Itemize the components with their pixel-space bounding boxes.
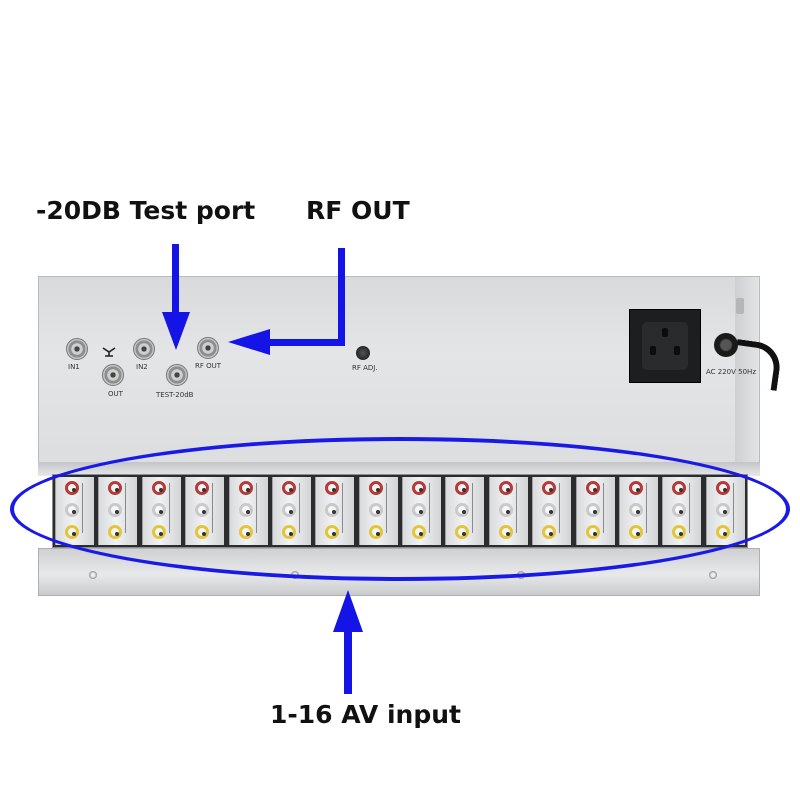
av-input-arrow-shaft: [344, 630, 352, 694]
test-port-arrow-shaft: [172, 244, 179, 314]
antenna-icon: [102, 344, 116, 357]
test-label: TEST-20dB: [156, 391, 194, 399]
screw: [89, 571, 97, 579]
in1-connector[interactable]: [66, 338, 88, 360]
av-input-callout: 1-16 AV input: [270, 700, 461, 729]
test-port-arrow-head: [162, 312, 190, 350]
rf-out-arrow-shaft-vertical: [338, 248, 345, 346]
rf-out-arrow-head: [228, 329, 270, 355]
ac-rating-label: AC 220V 50Hz: [706, 368, 756, 376]
rf-out-callout: RF OUT: [306, 196, 410, 225]
rf-out-arrow-shaft-horizontal: [268, 339, 345, 346]
power-outlet: [629, 309, 701, 383]
av-input-arrow-head: [333, 590, 363, 632]
in2-label: IN2: [136, 363, 148, 371]
out-connector[interactable]: [102, 364, 124, 386]
rf-adjust-knob[interactable]: [356, 346, 370, 360]
test-port-connector[interactable]: [166, 364, 188, 386]
outlet-face: [642, 322, 688, 370]
in2-connector[interactable]: [133, 338, 155, 360]
outlet-ground-hole: [662, 328, 668, 337]
av-input-highlight-ellipse: [10, 437, 790, 581]
test-port-callout: -20DB Test port: [36, 196, 256, 225]
power-switch[interactable]: [736, 298, 744, 314]
rf-out-label: RF OUT: [195, 362, 222, 370]
outlet-right-hole: [674, 346, 680, 355]
screw: [709, 571, 717, 579]
rf-out-connector[interactable]: [197, 337, 219, 359]
out-label: OUT: [108, 390, 123, 398]
power-inlet: [714, 333, 738, 357]
power-cord: [731, 339, 783, 391]
rf-adj-label: RF ADJ.: [352, 364, 378, 372]
outlet-left-hole: [650, 346, 656, 355]
in1-label: IN1: [68, 363, 80, 371]
